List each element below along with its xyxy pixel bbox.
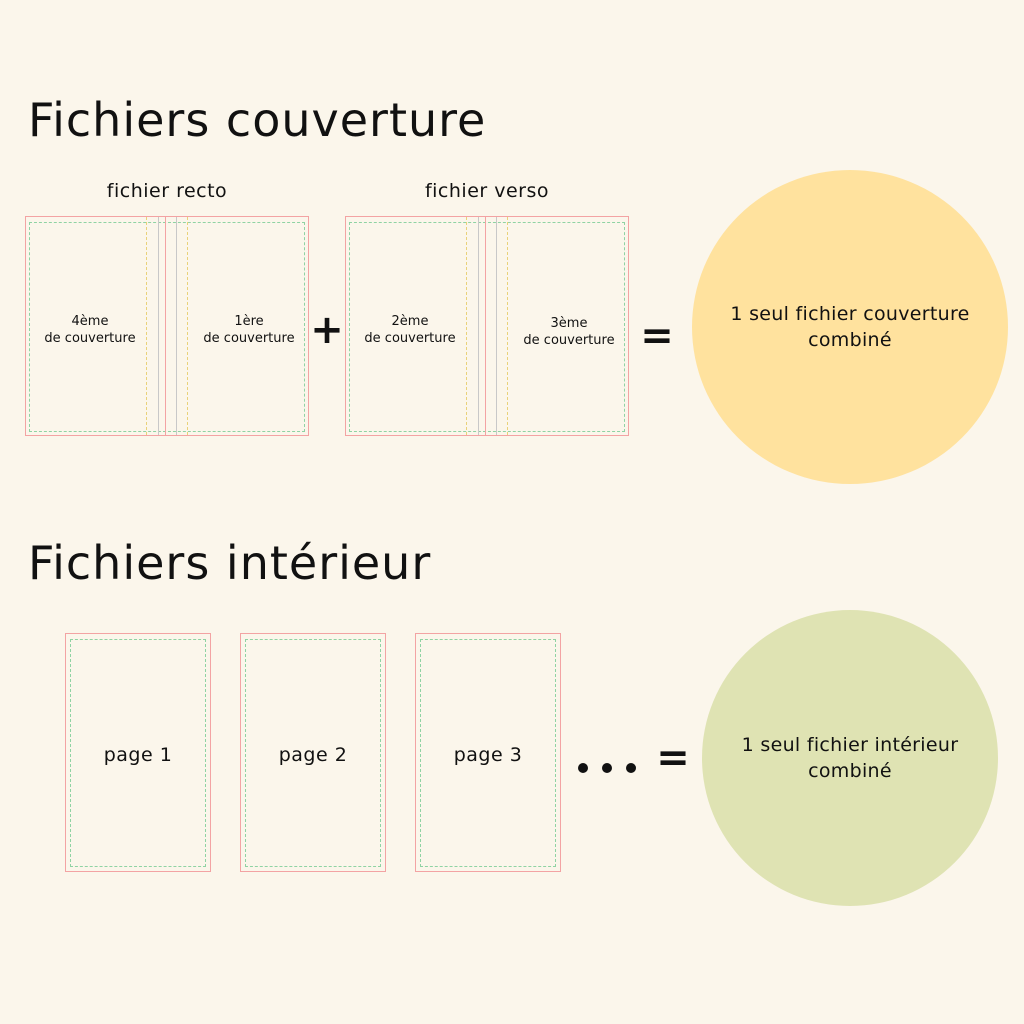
safe-zone xyxy=(349,222,625,432)
page-2-label: page 2 xyxy=(278,744,348,766)
fold-guide xyxy=(507,217,508,435)
inside-front-cover-label: 2ème de couverture xyxy=(364,314,456,346)
recto-file-sheet: 4ème de couverture 1ère de couverture xyxy=(25,216,309,436)
safe-zone xyxy=(70,639,206,867)
combined-interior-circle: 1 seul fichier intérieur combiné xyxy=(702,610,998,906)
safe-zone xyxy=(420,639,556,867)
page-3-label: page 3 xyxy=(453,744,523,766)
back-cover-label: 4ème de couverture xyxy=(44,314,136,346)
spine-line xyxy=(165,217,166,435)
spine-line xyxy=(478,217,479,435)
plus-sign: + xyxy=(310,307,344,353)
interior-page-3: page 3 xyxy=(415,633,561,872)
interior-page-2: page 2 xyxy=(240,633,386,872)
front-cover-label: 1ère de couverture xyxy=(203,314,295,346)
cover-section-title: Fichiers couverture xyxy=(28,93,487,147)
spine-line xyxy=(176,217,177,435)
combined-cover-label: 1 seul fichier couverture combiné xyxy=(730,303,970,351)
safe-zone xyxy=(245,639,381,867)
verso-label: fichier verso xyxy=(424,180,550,202)
fold-guide xyxy=(187,217,188,435)
interior-section-title: Fichiers intérieur xyxy=(28,536,432,590)
safe-zone xyxy=(29,222,305,432)
fold-guide xyxy=(146,217,147,435)
recto-label: fichier recto xyxy=(106,180,228,202)
ellipsis-icon xyxy=(578,763,636,773)
page-1-label: page 1 xyxy=(103,744,173,766)
combined-cover-circle: 1 seul fichier couverture combiné xyxy=(692,170,1008,484)
verso-file-sheet: 2ème de couverture 3ème de couverture xyxy=(345,216,629,436)
equals-sign: = xyxy=(640,313,674,359)
interior-page-1: page 1 xyxy=(65,633,211,872)
fold-guide xyxy=(466,217,467,435)
spine-line xyxy=(485,217,486,435)
combined-interior-label: 1 seul fichier intérieur combiné xyxy=(741,734,959,782)
spine-line xyxy=(158,217,159,435)
inside-back-cover-label: 3ème de couverture xyxy=(523,316,615,348)
equals-sign: = xyxy=(656,735,690,781)
spine-line xyxy=(496,217,497,435)
